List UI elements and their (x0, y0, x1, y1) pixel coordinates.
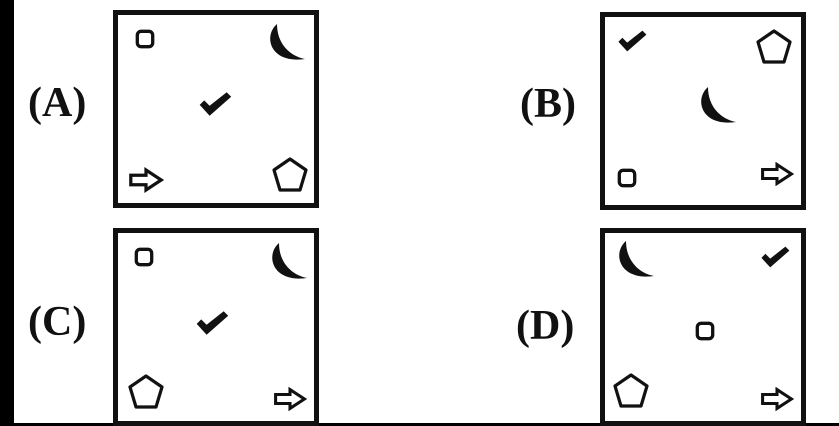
option-d-label: (D) (516, 303, 575, 349)
option-c-box[interactable] (113, 228, 319, 426)
check-mark-icon (194, 309, 230, 337)
figure-canvas: (A) (B) (C) (D) (14, 0, 839, 426)
check-mark-icon (759, 245, 791, 269)
square-icon (694, 320, 716, 342)
crescent-moon-icon (691, 83, 741, 133)
square-icon (616, 167, 638, 189)
square-icon (134, 28, 156, 50)
option-c-label: (C) (28, 299, 87, 345)
pentagon-icon (611, 371, 651, 411)
pentagon-icon (126, 372, 166, 412)
option-b-box[interactable] (600, 12, 806, 210)
crescent-moon-icon (609, 237, 659, 287)
crescent-moon-icon (260, 20, 310, 70)
square-icon (133, 246, 155, 268)
option-d-box[interactable] (600, 228, 806, 426)
right-arrow-icon (759, 162, 795, 186)
option-b-label: (B) (520, 81, 576, 127)
right-arrow-icon (272, 387, 308, 411)
pentagon-icon (754, 27, 794, 67)
right-arrow-icon (759, 387, 795, 411)
pentagon-icon (270, 155, 310, 195)
crescent-moon-icon (262, 239, 312, 289)
right-arrow-icon (127, 167, 165, 193)
check-mark-icon (616, 29, 648, 53)
check-mark-icon (197, 90, 233, 118)
option-a-box[interactable] (113, 10, 319, 208)
option-a-label: (A) (28, 80, 87, 126)
